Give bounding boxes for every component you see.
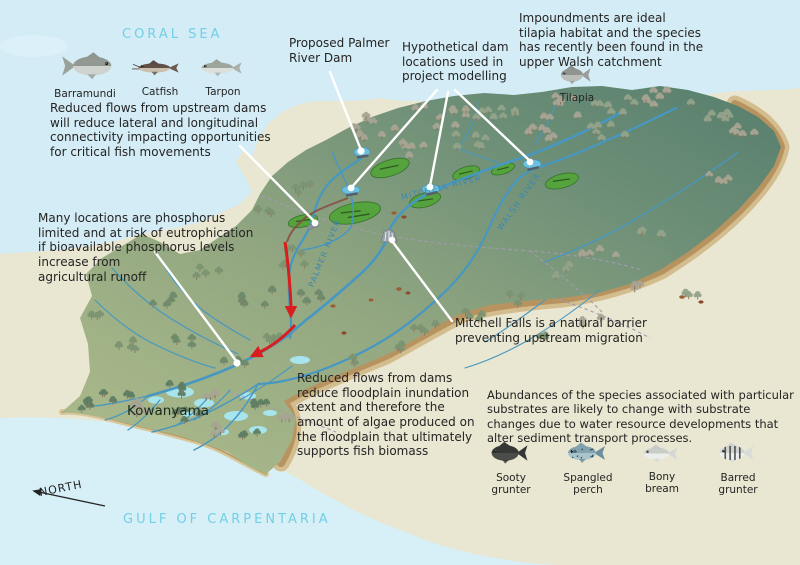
fish-label-catfish: Catfish — [141, 86, 179, 98]
leader-hypothetical-3 — [453, 88, 532, 163]
barred-grunter-icon — [719, 442, 754, 464]
fish-label-tilapia: Tilapia — [559, 92, 595, 104]
coral-sea-label: CORAL SEA — [122, 27, 222, 42]
fish-catfish: Catfish — [127, 54, 193, 98]
sooty-grunter-icon — [491, 441, 528, 464]
tilapia-icon — [560, 65, 591, 85]
annotation-connectivity: Reduced flows from upstream dams will re… — [50, 101, 271, 159]
trees-layer — [77, 86, 759, 440]
bony-bream-icon — [644, 444, 678, 463]
fish-sooty-grunter: Sooty grunter — [478, 438, 544, 496]
fish-label-tarpon: Tarpon — [205, 86, 241, 98]
flow-arrows — [249, 197, 349, 358]
fish-bony-bream: Bony bream — [631, 440, 693, 495]
leader-connectivity — [238, 144, 317, 224]
fish-label-sooty-grunter: Sooty grunter — [491, 472, 531, 496]
annotation-tilapia: Impoundments are ideal tilapia habitat a… — [519, 11, 704, 69]
fish-label-bony-bream: Bony bream — [645, 471, 679, 495]
gulf-water — [0, 417, 560, 565]
leader-mitchell-falls — [390, 239, 454, 323]
gulf-of-carpentaria-label: GULF OF CARPENTARIA — [123, 512, 331, 527]
spangled-perch-icon — [568, 442, 605, 463]
leader-hypothetical-2 — [428, 90, 450, 188]
leader-phosphorus — [153, 250, 239, 364]
leader-lines — [153, 70, 532, 364]
annotation-mitchell-falls: Mitchell Falls is a natural barrier prev… — [455, 316, 647, 345]
annotation-phosphorus: Many locations are phosphorus limited an… — [38, 211, 254, 284]
cattle-icons — [330, 211, 704, 335]
leader-dots — [233, 147, 534, 367]
annotation-substrates: Abundances of the species associated wit… — [487, 388, 794, 446]
fish-tarpon: Tarpon — [190, 54, 256, 98]
leader-palmer-dam — [328, 70, 363, 152]
fish-label-barramundi: Barramundi — [54, 88, 116, 100]
fish-spangled-perch: Spangled perch — [551, 438, 625, 496]
tracks — [229, 195, 651, 433]
catfish-icon — [132, 60, 179, 76]
fish-label-spangled-perch: Spangled perch — [563, 472, 613, 496]
coral-sea-water — [0, 0, 800, 254]
annotation-proposed-palmer-dam: Proposed Palmer River Dam — [289, 36, 390, 65]
annotation-hypothetical-dams: Hypothetical dam locations used in proje… — [402, 40, 509, 84]
kowanyama-label: Kowanyama — [127, 403, 209, 419]
fish-barramundi: Barramundi — [40, 48, 130, 100]
fish-tilapia: Tilapia — [548, 62, 606, 104]
fish-barred-grunter: Barred grunter — [703, 438, 773, 496]
crop-fields — [287, 157, 579, 229]
annotation-floodplain: Reduced flows from dams reduce floodplai… — [297, 371, 475, 459]
fish-label-barred-grunter: Barred grunter — [718, 472, 758, 496]
leader-hypothetical-1 — [349, 88, 439, 190]
barramundi-icon — [62, 52, 112, 80]
tarpon-icon — [201, 59, 242, 77]
sea-highlight — [0, 35, 68, 57]
